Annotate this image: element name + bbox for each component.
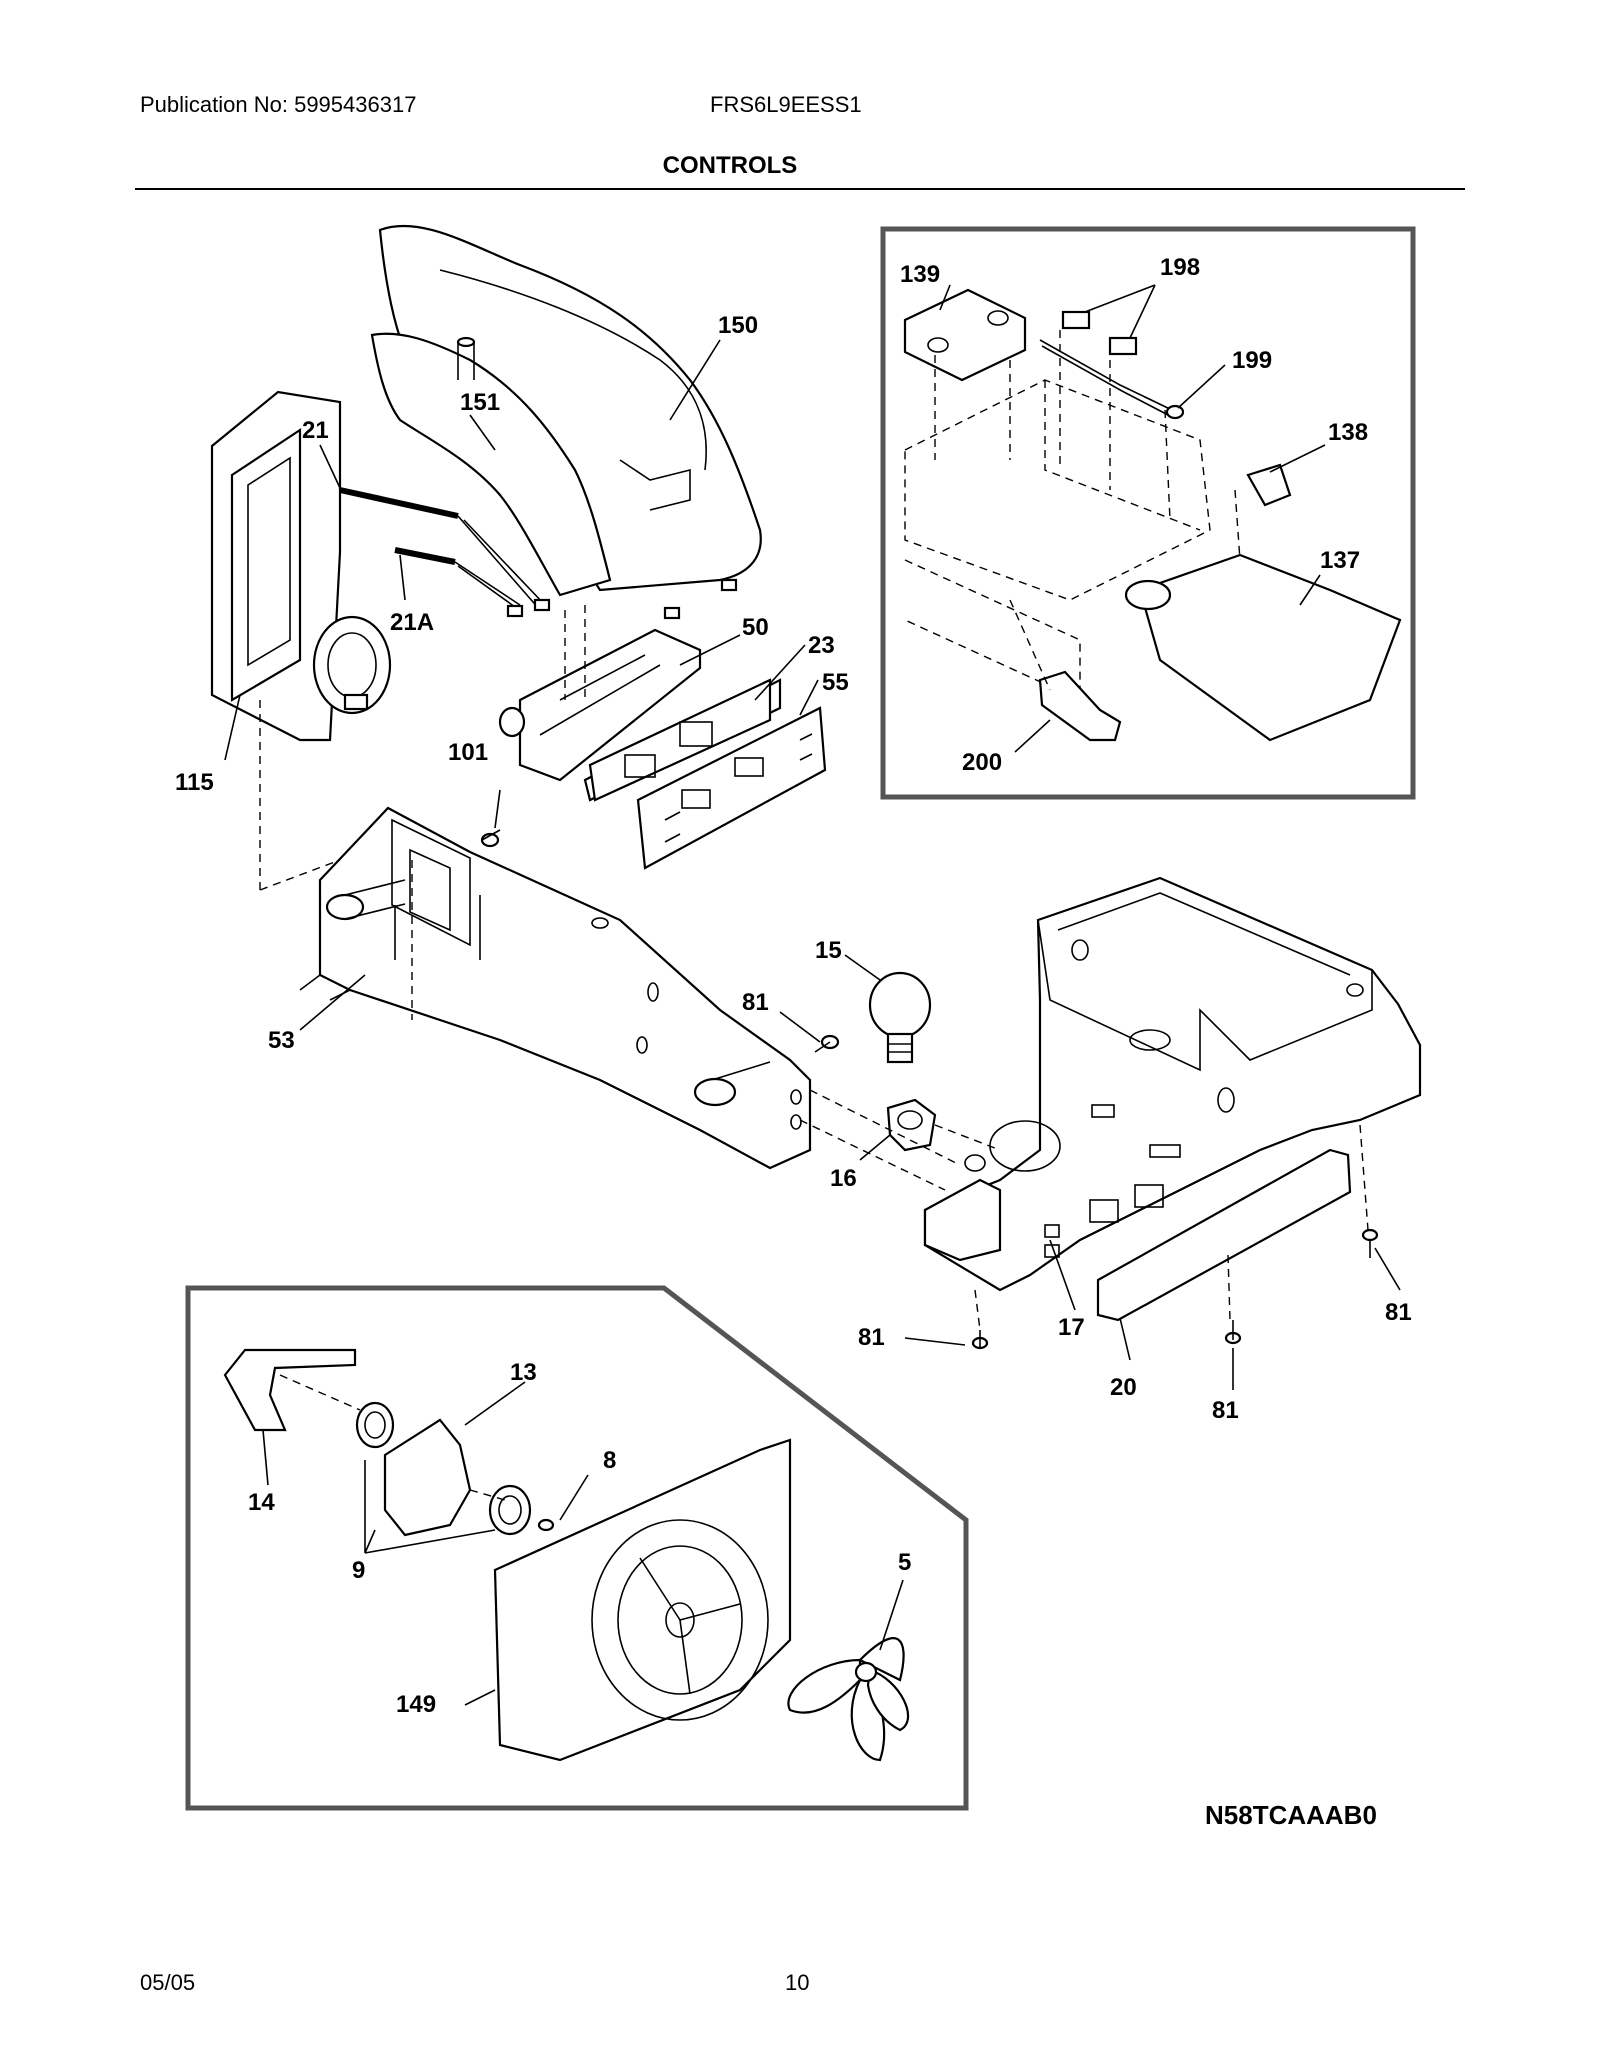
callout-137: 137: [1320, 547, 1360, 574]
inset-box-ice-dispenser: [880, 226, 1416, 800]
bracket-14-part: [223, 1348, 357, 1432]
fan-motor-13-part: [355, 1401, 555, 1537]
publication-number: Publication No: 5995436317: [140, 92, 417, 117]
page-title: CONTROLS: [662, 152, 798, 179]
callout-5: 5: [898, 1549, 911, 1576]
cover-138-part: [1246, 463, 1292, 507]
screw-101: [480, 829, 501, 848]
callout-21: 21: [302, 417, 329, 444]
callout-55: 55: [822, 669, 849, 696]
callout-23: 23: [808, 632, 835, 659]
callout-21A: 21A: [390, 609, 434, 636]
callout-50: 50: [742, 614, 769, 641]
screw-81-bottom-left: [971, 1330, 989, 1350]
solenoid-137-part: [1124, 553, 1402, 742]
ghost-dispenser-outline: [904, 379, 1211, 702]
callout-8: 8: [603, 1447, 616, 1474]
callout-13: 13: [510, 1359, 537, 1386]
inset-box-fan-assembly: [185, 1285, 969, 1811]
callout-20: 20: [1110, 1374, 1137, 1401]
footer-date: 05/05: [140, 1970, 196, 1995]
callout-15: 15: [815, 937, 842, 964]
sensor-wires-part: [339, 487, 551, 618]
duct-housing-part: [370, 224, 762, 620]
fan-shroud-149-part: [493, 1438, 792, 1762]
callout-138: 138: [1328, 419, 1368, 446]
callout-9: 9: [352, 1557, 365, 1584]
callout-53: 53: [268, 1027, 295, 1054]
callout-leader-lines: [224, 284, 1401, 1706]
callout-200: 200: [962, 749, 1002, 776]
callout-151: 151: [460, 389, 500, 416]
switch-139-part: [903, 288, 1027, 382]
harness-198-199-part: [1039, 310, 1185, 420]
callout-149: 149: [396, 1691, 436, 1718]
callout-81-right: 81: [1385, 1299, 1412, 1326]
page-number: 10: [785, 1970, 810, 1995]
assembly-guide-lines: [259, 330, 1369, 1501]
dispenser-housing-part: [923, 876, 1422, 1292]
control-boards-part: [498, 628, 827, 870]
header-rule: [135, 188, 1465, 190]
callout-16: 16: [830, 1165, 857, 1192]
callout-139: 139: [900, 261, 940, 288]
callout-81-lower-right: 81: [1212, 1397, 1239, 1424]
callout-150: 150: [718, 312, 758, 339]
callout-81-upper: 81: [742, 989, 769, 1016]
screw-81-bottom-right: [1224, 1320, 1242, 1345]
callout-14: 14: [248, 1489, 275, 1516]
callout-198: 198: [1160, 254, 1200, 281]
control-housing-part: [299, 806, 812, 1170]
model-number: FRS6L9EESS1: [710, 92, 862, 117]
callout-17: 17: [1058, 1314, 1085, 1341]
dispenser-overlay-part: [1096, 1148, 1352, 1322]
damper-control-part: [210, 390, 392, 742]
diagram-code: N58TCAAAB0: [1205, 1800, 1377, 1830]
fan-blade-5-part: [787, 1637, 910, 1762]
actuator-200-part: [1038, 670, 1122, 742]
lamp-bulb-part: [868, 971, 932, 1064]
callout-101: 101: [448, 739, 488, 766]
callout-199: 199: [1232, 347, 1272, 374]
lamp-socket-part: [886, 1098, 937, 1152]
screw-81-right: [1361, 1228, 1379, 1258]
callout-81-lower-left: 81: [858, 1324, 885, 1351]
callout-115: 115: [175, 769, 214, 796]
screw-81-upper: [814, 1034, 840, 1053]
